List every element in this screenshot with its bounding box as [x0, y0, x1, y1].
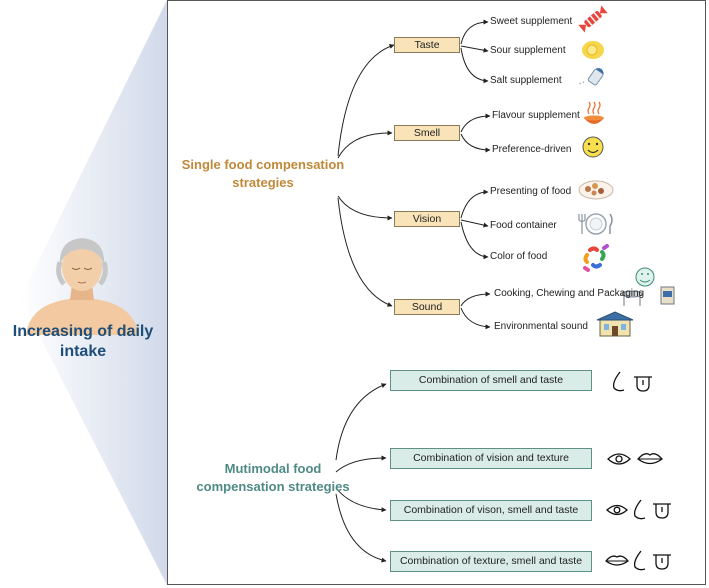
item-label-food-container: Food container [490, 220, 557, 231]
cooking-chewing-packaging-icon [621, 267, 675, 306]
single-arrows [337, 44, 395, 307]
hot-soup-icon [584, 101, 604, 124]
perspective-wedge [20, 0, 167, 585]
item-label-sour-supplement: Sour supplement [490, 45, 566, 56]
item-label-preference-driven: Preference-driven [492, 144, 572, 155]
item-label-sweet-supplement: Sweet supplement [490, 16, 573, 27]
sense-box-vision: Vision [394, 211, 460, 227]
multimodal-strategies-title: Mutimodal food compensation strategies [196, 461, 350, 494]
colorful-food-icon [583, 244, 609, 272]
item-label-environmental-sound: Environmental sound [494, 321, 588, 332]
item-label-flavour-supplement: Flavour supplement [492, 110, 580, 121]
smiley-icon [582, 136, 604, 158]
lips-icon [605, 555, 629, 566]
restaurant-building-icon [596, 311, 634, 337]
item-label-cooking-chewing-packaging: Cooking, Chewing and Packaging [494, 288, 645, 299]
plate-cutlery-icon [578, 213, 613, 235]
item-label-salt-supplement: Salt supplement [490, 75, 562, 86]
sense-box-taste: Taste [394, 37, 460, 53]
main-title: Increasing of daily intake [12, 323, 154, 360]
single-strategies-title: Single food compensation strategies [181, 157, 345, 190]
tongue-icon [634, 376, 652, 392]
sense-box-sound: Sound [394, 299, 460, 315]
item-label-color-of-food: Color of food [490, 251, 548, 262]
item-arrows [460, 19, 491, 330]
nose-icon [633, 499, 646, 520]
multi-arrows [335, 383, 387, 563]
sense-box-smell: Smell [394, 125, 460, 141]
food-plate-icon [578, 180, 614, 200]
combo-box-smell-taste: Combination of smell and taste [390, 370, 592, 391]
combo-box-vision-smell-taste: Combination of vison, smell and taste [390, 500, 592, 521]
lips-icon [637, 453, 663, 465]
lemon-icon [582, 41, 604, 59]
salt-shaker-icon [579, 68, 604, 86]
tongue-icon [653, 503, 671, 519]
combo-box-vision-texture: Combination of vision and texture [390, 448, 592, 469]
elderly-person-icon [26, 238, 138, 335]
strategies-frame [167, 0, 706, 585]
candy-icon [578, 5, 608, 33]
eye-icon [607, 453, 631, 465]
tongue-icon [653, 554, 671, 570]
nose-icon [612, 371, 625, 392]
combo-box-texture-smell-taste: Combination of texture, smell and taste [390, 551, 592, 572]
item-label-presenting-of-food: Presenting of food [490, 186, 572, 197]
nose-icon [633, 550, 646, 571]
eye-icon [606, 504, 628, 516]
